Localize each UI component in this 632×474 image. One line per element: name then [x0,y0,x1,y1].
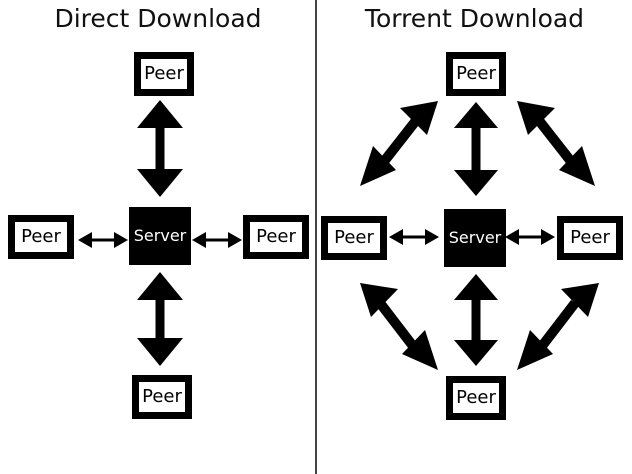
arrow-server-top-peer [454,102,498,196]
arrow-server-bottom-peer [454,274,498,366]
peer-node-right: Peer [557,216,623,260]
arrow-right-peer-bottom-peer [517,283,599,370]
arrow-server-top-peer [137,100,183,197]
peer-node-bottom: Peer [446,376,506,420]
arrow-server-right-peer [505,229,555,245]
direct-arrows [78,100,242,366]
arrow-top-peer-right-peer [517,101,595,186]
peer-node-right: Peer [243,215,309,259]
peer-node-left: Peer [321,216,387,260]
peer-node-left: Peer [8,215,74,259]
arrow-server-bottom-peer [137,272,183,366]
server-node: Server [129,207,191,265]
arrow-server-right-peer [192,232,242,248]
arrow-server-left-peer [389,229,439,245]
direct-download-title: Direct Download [54,4,262,33]
torrent-arrows [360,101,599,370]
arrow-left-peer-bottom-peer [360,283,438,370]
peer-node-top: Peer [134,52,194,96]
peer-node-bottom: Peer [132,375,192,419]
torrent-download-panel: Torrent Download [317,0,632,474]
server-node: Server [444,209,506,267]
panel-divider [315,0,317,474]
arrow-server-left-peer [78,232,128,248]
direct-download-panel: Direct Download Peer [8,4,309,419]
torrent-download-title: Torrent Download [364,4,585,33]
peer-node-top: Peer [446,52,506,96]
arrow-top-peer-left-peer [360,101,438,186]
